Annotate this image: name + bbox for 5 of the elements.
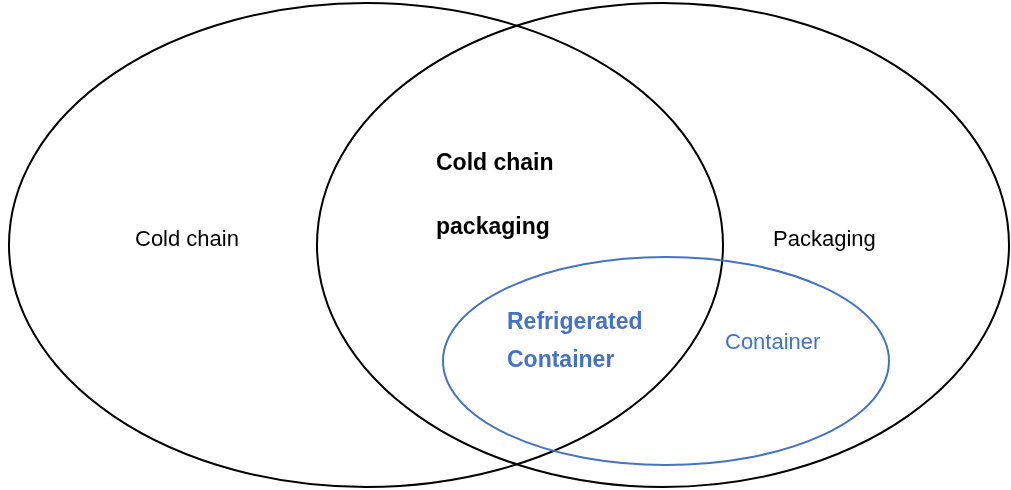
overlap-label: Refrigerated Container: [507, 307, 644, 374]
set-label: Cold chain: [135, 226, 239, 252]
set-label: Packaging: [773, 226, 876, 252]
set-label: Container: [725, 329, 821, 355]
overlap-label: Cold chain packaging: [436, 148, 555, 241]
